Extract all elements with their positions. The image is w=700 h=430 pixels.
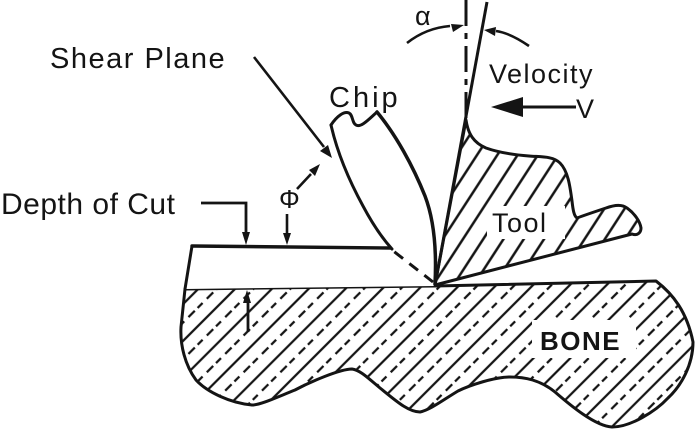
depth-of-cut-label: Depth of Cut — [1, 188, 176, 221]
depth-extent-arrowhead — [243, 290, 251, 303]
chip-label: Chip — [329, 82, 401, 114]
tool-rake-face-line — [433, 1, 489, 286]
bone-label: BONE — [540, 326, 621, 356]
bone-body — [179, 279, 695, 429]
tool-label-background — [487, 206, 565, 239]
chip-inner-edge — [329, 123, 394, 251]
chip-body — [331, 112, 436, 284]
alpha-arc-right-arrowhead — [484, 27, 496, 36]
alpha-arc-left — [406, 24, 451, 45]
bone-label-background — [532, 320, 636, 358]
uncut-layer — [185, 246, 435, 289]
chip-outer-edge — [375, 110, 438, 286]
shear-plane-leader-line — [252, 56, 326, 148]
workpiece-top-surface-line — [190, 244, 393, 250]
depth-of-cut-leader-line — [201, 201, 248, 232]
phi-arrow-up-arrowhead — [309, 164, 320, 176]
chip-top-edge — [329, 110, 379, 128]
phi-arrow-down-arrowhead — [283, 233, 291, 245]
tool-body — [433, 118, 643, 287]
phi-arrow-up-shaft — [296, 173, 312, 190]
shear-plane-dashed-line — [391, 248, 434, 284]
velocity-arrowhead — [491, 97, 523, 117]
depth-of-cut-leader-arrowhead — [242, 232, 250, 245]
velocity-label: Velocity — [489, 59, 594, 89]
phi-label: Φ — [279, 184, 300, 214]
shear-plane-leader-arrowhead — [320, 145, 332, 158]
alpha-arc-right — [495, 29, 530, 48]
velocity-symbol-label: V — [576, 94, 596, 124]
alpha-arc-left-arrowhead — [451, 24, 464, 32]
shear-plane-label: Shear Plane — [50, 43, 226, 75]
alpha-label: α — [415, 1, 431, 31]
uncut-layer-left-edge — [183, 244, 194, 291]
tool-label: Tool — [492, 208, 548, 238]
